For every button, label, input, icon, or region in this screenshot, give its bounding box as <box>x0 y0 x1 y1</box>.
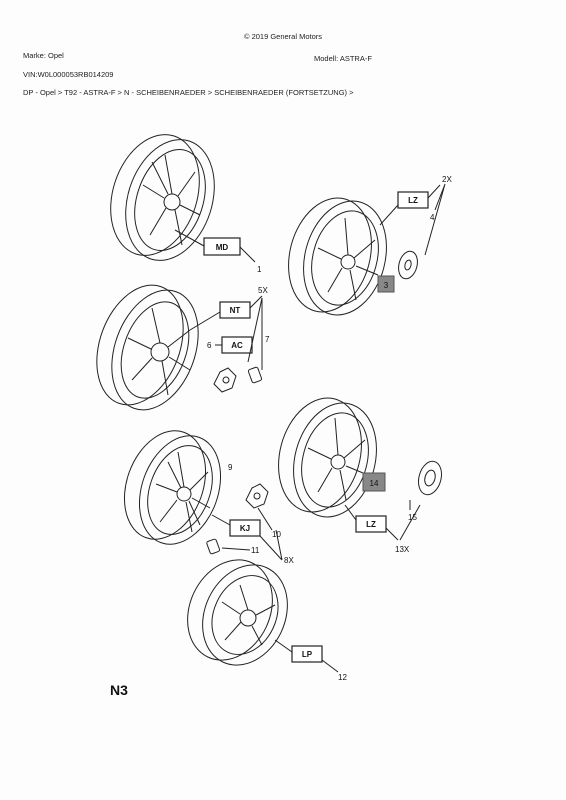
wheel-nt[interactable] <box>81 273 214 422</box>
wheel-bolt-7[interactable] <box>247 366 263 384</box>
center-cap-15[interactable] <box>415 459 445 498</box>
wheel-lz-top[interactable] <box>276 189 398 325</box>
part-number-1: 1 <box>257 265 262 274</box>
wheel-lz-mid[interactable] <box>266 389 388 527</box>
code-box-lz-mid[interactable] <box>355 515 387 533</box>
model-label: Modell: ASTRA-F <box>314 54 372 63</box>
part-number-11: 11 <box>251 546 260 555</box>
code-box-lp[interactable] <box>291 645 323 663</box>
part-number-4: 4 <box>430 213 435 222</box>
code-box-nt[interactable] <box>219 301 251 319</box>
part-number-6: 6 <box>207 341 212 350</box>
part-number-12: 12 <box>338 673 347 682</box>
wheel-md[interactable] <box>96 123 229 272</box>
wheel-bolt-11[interactable] <box>206 538 221 555</box>
code-lz-mid: LZ <box>366 520 376 529</box>
breadcrumb[interactable]: DP - Opel > T92 - ASTRA-F > N - SCHEIBEN… <box>23 88 354 97</box>
part-number-9: 9 <box>228 463 233 472</box>
code-box-lz-top[interactable] <box>397 191 429 209</box>
code-nt: NT <box>230 306 241 315</box>
highlight-3[interactable] <box>377 275 395 293</box>
code-kj: KJ <box>240 524 250 533</box>
code-box-md[interactable] <box>203 237 241 256</box>
vin-label: VIN:W0L000053RB014209 <box>23 70 114 79</box>
code-ac: AC <box>231 341 243 350</box>
code-lp: LP <box>302 650 313 659</box>
make-label: Marke: Opel <box>23 51 64 60</box>
highlight-14[interactable] <box>362 472 386 492</box>
code-box-kj[interactable] <box>229 519 261 537</box>
section-code: N3 <box>110 682 128 698</box>
part-number-7: 7 <box>265 335 270 344</box>
wheel-bolt-nut-6[interactable] <box>213 367 237 393</box>
wheel-nut-10[interactable] <box>245 483 269 509</box>
wheel-lp[interactable] <box>172 546 303 679</box>
part-number-10: 10 <box>272 530 281 539</box>
quantity-8x: 8X <box>284 556 294 565</box>
part-number-15: 15 <box>408 513 417 522</box>
wheel-kj[interactable] <box>110 419 235 555</box>
code-md: MD <box>216 243 229 252</box>
code-lz-top: LZ <box>408 196 418 205</box>
highlight-14-label: 14 <box>370 479 379 488</box>
highlight-3-label: 3 <box>384 281 389 290</box>
quantity-5x: 5X <box>258 286 268 295</box>
center-cap-4[interactable] <box>396 249 421 281</box>
quantity-13x: 13X <box>395 545 410 554</box>
copyright-text: © 2019 General Motors <box>243 32 323 41</box>
quantity-2x: 2X <box>442 175 452 184</box>
